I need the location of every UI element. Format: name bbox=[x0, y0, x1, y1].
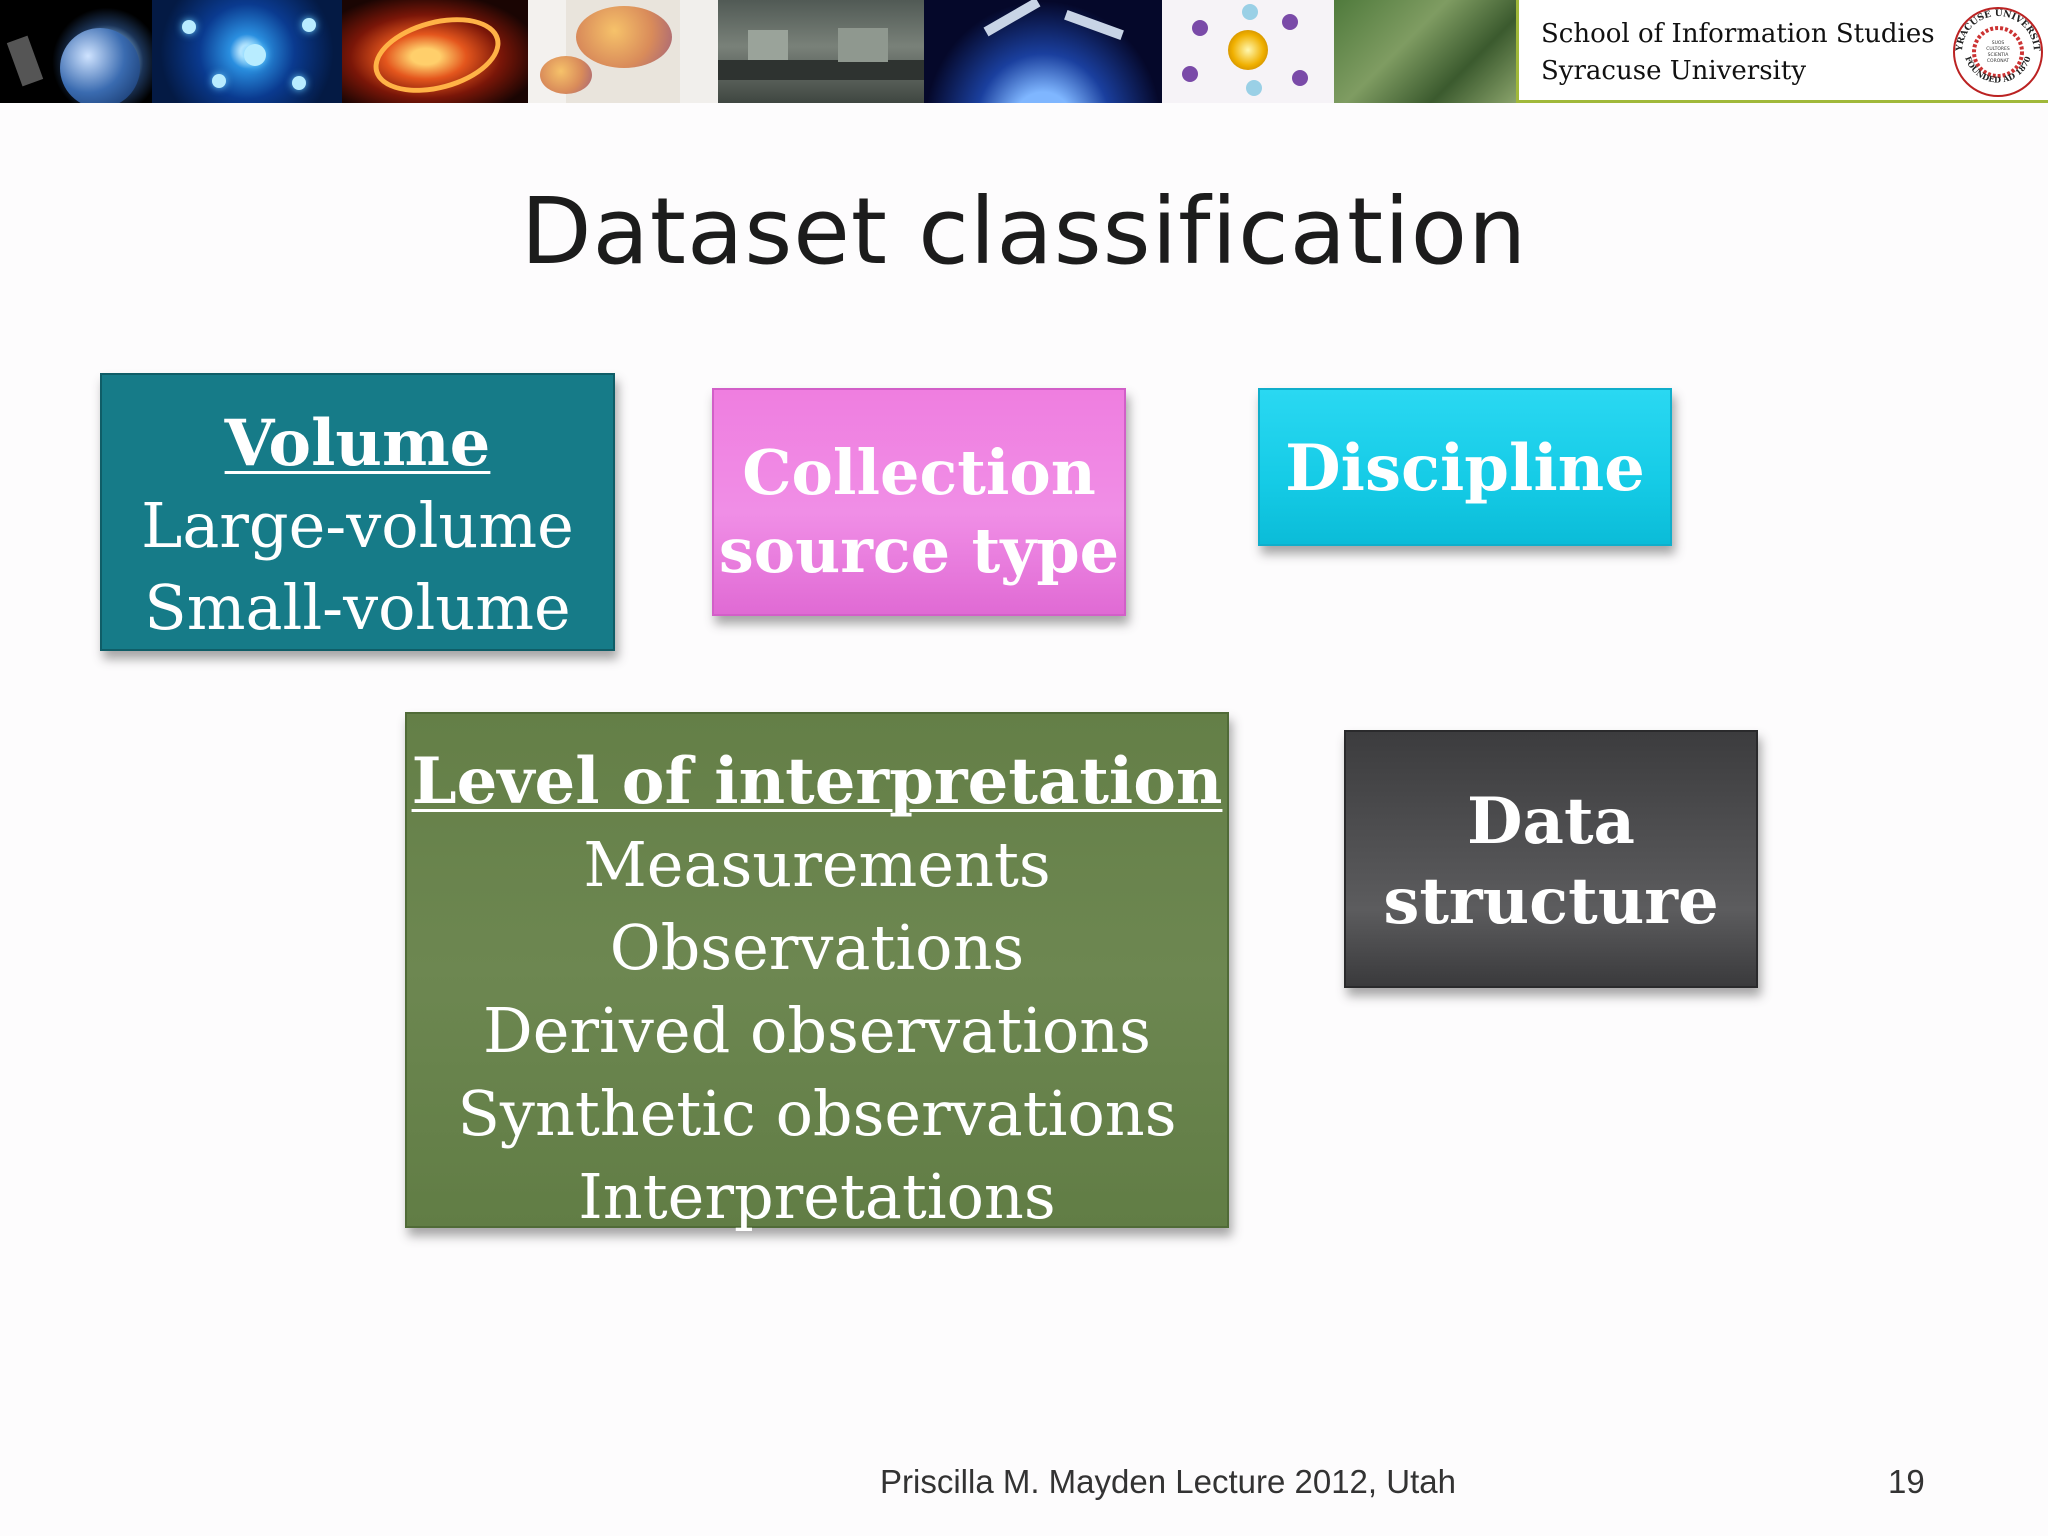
interpretation-heading: Level of interpretation bbox=[411, 744, 1223, 819]
school-label: School of Information Studies Syracuse U… bbox=[1516, 0, 1948, 103]
interpretation-item-synthetic: Synthetic observations bbox=[457, 1077, 1177, 1150]
plasma-swirl-image bbox=[342, 0, 528, 103]
slide-title: Dataset classification bbox=[520, 178, 1528, 285]
banner-image-strip bbox=[0, 0, 1516, 103]
page-number: 19 bbox=[1888, 1463, 1925, 1500]
lab-room-image bbox=[718, 0, 924, 103]
seal-center-line-4: CORONAT bbox=[1987, 58, 2009, 64]
volume-heading: Volume bbox=[224, 406, 491, 481]
interpretation-item-measurements: Measurements bbox=[583, 828, 1051, 901]
seal-center-line-2: CULTORES bbox=[1986, 46, 2010, 52]
collection-label-line-1: Collection bbox=[742, 436, 1096, 509]
network-globe-image bbox=[152, 0, 342, 103]
interpretation-item-derived: Derived observations bbox=[483, 994, 1151, 1067]
data-structure-label-line-1: Data bbox=[1467, 784, 1635, 859]
school-name: School of Information Studies bbox=[1541, 19, 1935, 49]
satellite-terrain-image bbox=[1334, 0, 1516, 103]
seal-center-line-1: SUOS bbox=[1992, 40, 2005, 46]
brain-diagram-image bbox=[528, 0, 718, 103]
interpretation-item-observations: Observations bbox=[609, 911, 1025, 984]
data-structure-label-line-2: structure bbox=[1383, 864, 1719, 939]
collection-label-line-2: source type bbox=[718, 514, 1120, 587]
satellite-earth-image bbox=[924, 0, 1162, 103]
discipline-box: Discipline bbox=[1258, 388, 1672, 546]
volume-item-large: Large-volume bbox=[141, 489, 574, 562]
university-name: Syracuse University bbox=[1541, 56, 1807, 86]
volume-box: Volume Large-volume Small-volume bbox=[100, 373, 615, 651]
university-seal: SYRACUSE UNIVERSITY FOUNDED AD 1870 SUOS… bbox=[1948, 0, 2048, 103]
collection-source-type-box: Collection source type bbox=[712, 388, 1126, 616]
discipline-label: Discipline bbox=[1285, 431, 1645, 506]
data-structure-box: Data structure bbox=[1344, 730, 1758, 988]
header-banner: School of Information Studies Syracuse U… bbox=[0, 0, 2048, 103]
space-telescope-image bbox=[0, 0, 152, 103]
interpretation-item-interpretations: Interpretations bbox=[578, 1160, 1056, 1233]
volume-item-small: Small-volume bbox=[144, 571, 571, 644]
seal-center-line-3: SCIENTIA bbox=[1988, 52, 2010, 58]
footer-text: Priscilla M. Mayden Lecture 2012, Utah bbox=[880, 1463, 1456, 1500]
molecule-image bbox=[1162, 0, 1334, 103]
level-of-interpretation-box: Level of interpretation Measurements Obs… bbox=[405, 712, 1229, 1233]
